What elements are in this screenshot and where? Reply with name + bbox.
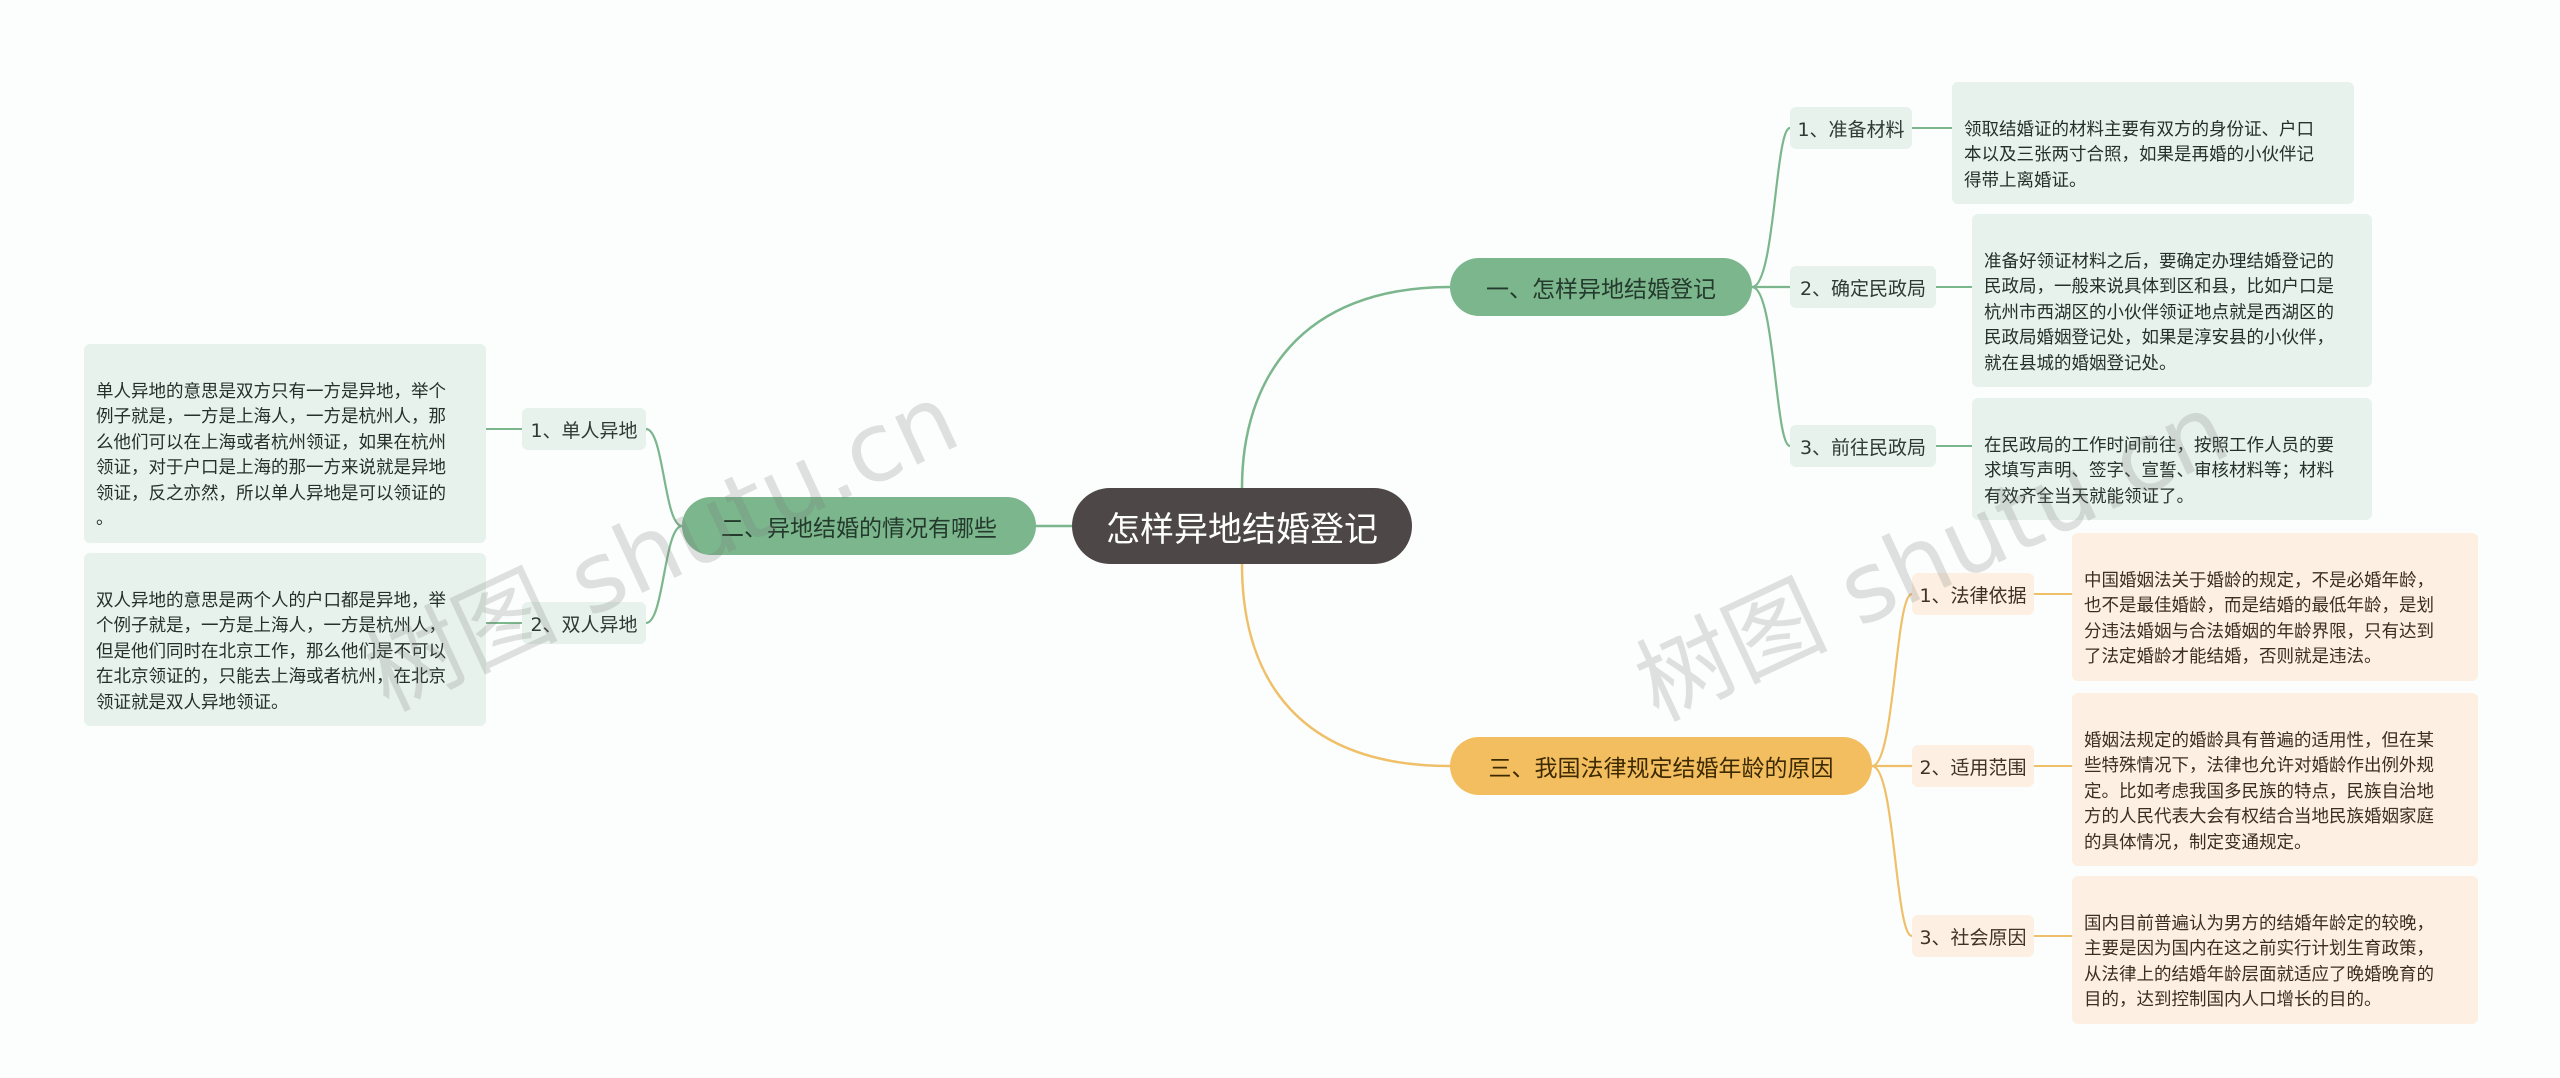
- sub-node-legal-basis[interactable]: 1、法律依据: [1912, 573, 2034, 615]
- leaf-text: 在民政局的工作时间前往，按照工作人员的要 求填写声明、签字、宣誓、审核材料等；材…: [1984, 435, 2334, 507]
- link-b1-sub3: [1751, 285, 1791, 448]
- link-b2-sub1: [645, 427, 683, 528]
- link-b2-sub2: [645, 524, 683, 625]
- leaf-note-scope: 婚姻法规定的婚龄具有普遍的适用性，但在某 些特殊情况下，法律也允许对婚龄作出例外…: [2072, 693, 2478, 866]
- branch-node-1[interactable]: 一、怎样异地结婚登记: [1450, 258, 1752, 316]
- sub-label: 2、双人异地: [530, 613, 638, 636]
- leaf-text: 双人异地的意思是两个人的户口都是异地，举 个例子就是，一方是上海人，一方是杭州人…: [96, 590, 446, 713]
- sub-node-confirm-bureau[interactable]: 2、确定民政局: [1790, 266, 1936, 308]
- leaf-note-single-nonlocal: 单人异地的意思是双方只有一方是异地，举个 例子就是，一方是上海人，一方是杭州人，…: [84, 344, 486, 543]
- link-b3-sub3: [1871, 764, 1913, 938]
- branch-label: 一、怎样异地结婚登记: [1486, 277, 1716, 303]
- sub-label: 3、前往民政局: [1799, 436, 1927, 459]
- root-node[interactable]: 怎样异地结婚登记: [1072, 488, 1412, 564]
- link-root-branch1: [1240, 285, 1451, 489]
- branch-node-3[interactable]: 三、我国法律规定结婚年龄的原因: [1450, 737, 1872, 795]
- sub-label: 2、确定民政局: [1799, 277, 1927, 300]
- branch-node-2[interactable]: 二、异地结婚的情况有哪些: [682, 497, 1036, 555]
- root-label: 怎样异地结婚登记: [1106, 509, 1378, 550]
- leaf-note-social-reason: 国内目前普遍认为男方的结婚年龄定的较晚， 主要是因为国内在这之前实行计划生育政策…: [2072, 876, 2478, 1024]
- sub-label: 1、单人异地: [530, 419, 638, 442]
- sub-label: 3、社会原因: [1919, 926, 2027, 949]
- leaf-note-go-to-bureau: 在民政局的工作时间前往，按照工作人员的要 求填写声明、签字、宣誓、审核材料等；材…: [1972, 398, 2372, 520]
- leaf-text: 单人异地的意思是双方只有一方是异地，举个 例子就是，一方是上海人，一方是杭州人，…: [96, 381, 446, 530]
- link-b3-sub1: [1871, 592, 1913, 768]
- sub-label: 1、法律依据: [1919, 584, 2027, 607]
- leaf-note-prepare-materials: 领取结婚证的材料主要有双方的身份证、户口 本以及三张两寸合照，如果是再婚的小伙伴…: [1952, 82, 2354, 204]
- sub-node-social-reason[interactable]: 3、社会原因: [1912, 915, 2034, 957]
- sub-node-prepare-materials[interactable]: 1、准备材料: [1790, 107, 1912, 149]
- leaf-text: 领取结婚证的材料主要有双方的身份证、户口 本以及三张两寸合照，如果是再婚的小伙伴…: [1964, 119, 2314, 191]
- sub-node-go-to-bureau[interactable]: 3、前往民政局: [1790, 425, 1936, 467]
- branch-label: 二、异地结婚的情况有哪些: [721, 516, 997, 542]
- link-b1-sub1: [1751, 126, 1791, 289]
- sub-node-scope[interactable]: 2、适用范围: [1912, 745, 2034, 787]
- leaf-note-confirm-bureau: 准备好领证材料之后，要确定办理结婚登记的 民政局，一般来说具体到区和县，比如户口…: [1972, 214, 2372, 387]
- sub-label: 2、适用范围: [1919, 756, 2027, 779]
- leaf-text: 准备好领证材料之后，要确定办理结婚登记的 民政局，一般来说具体到区和县，比如户口…: [1984, 251, 2334, 374]
- sub-label: 1、准备材料: [1797, 118, 1905, 141]
- leaf-text: 中国婚姻法关于婚龄的规定，不是必婚年龄， 也不是最佳婚龄，而是结婚的最低年龄，是…: [2084, 570, 2434, 668]
- leaf-note-double-nonlocal: 双人异地的意思是两个人的户口都是异地，举 个例子就是，一方是上海人，一方是杭州人…: [84, 553, 486, 726]
- leaf-text: 国内目前普遍认为男方的结婚年龄定的较晚， 主要是因为国内在这之前实行计划生育政策…: [2084, 913, 2434, 1011]
- sub-node-double-nonlocal[interactable]: 2、双人异地: [522, 602, 646, 644]
- link-root-branch3: [1240, 563, 1451, 768]
- branch-label: 三、我国法律规定结婚年龄的原因: [1488, 756, 1834, 782]
- leaf-text: 婚姻法规定的婚龄具有普遍的适用性，但在某 些特殊情况下，法律也允许对婚龄作出例外…: [2084, 730, 2434, 853]
- sub-node-single-nonlocal[interactable]: 1、单人异地: [522, 408, 646, 450]
- leaf-note-legal-basis: 中国婚姻法关于婚龄的规定，不是必婚年龄， 也不是最佳婚龄，而是结婚的最低年龄，是…: [2072, 533, 2478, 681]
